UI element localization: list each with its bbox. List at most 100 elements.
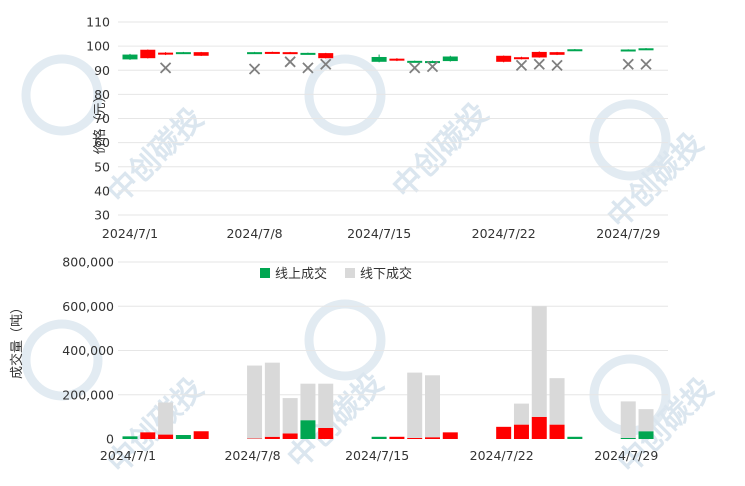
candle-body	[496, 56, 511, 62]
volume-legend: 线上成交 线下成交	[260, 266, 412, 282]
candle-body	[247, 52, 262, 54]
candle-body	[158, 53, 173, 55]
volume-bar-online	[300, 420, 315, 439]
offline-price-markers	[161, 57, 651, 74]
volume-bar-online	[123, 436, 138, 439]
volume-bar-offline	[514, 404, 529, 425]
volume-bar-offline	[621, 401, 636, 438]
volume-bar-offline	[318, 384, 333, 428]
price-y-tick-label: 100	[86, 39, 110, 54]
volume-bar-offline	[300, 384, 315, 421]
offline-price-marker	[623, 59, 633, 69]
price-y-tick-label: 40	[94, 183, 110, 198]
offline-price-marker	[534, 59, 544, 69]
price-x-tick-label: 2024/7/8	[226, 226, 282, 241]
volume-y-tick-label: 600,000	[62, 299, 114, 314]
volume-y-tick-label: 0	[106, 432, 114, 447]
volume-bar-offline	[532, 306, 547, 417]
volume-bar-online	[425, 437, 440, 439]
legend-swatch-online	[260, 268, 270, 278]
volume-bar-online	[372, 437, 387, 439]
volume-bar-offline	[407, 373, 422, 438]
volume-y-tick-label: 800,000	[62, 255, 114, 270]
volume-bar-online	[194, 431, 209, 439]
candle-body	[407, 61, 422, 63]
price-y-tick-label: 30	[94, 208, 110, 223]
price-x-axis: 2024/7/1 2024/7/8 2024/7/15 2024/7/22 2024/7…	[102, 226, 660, 241]
candle-body	[514, 57, 529, 59]
offline-price-marker	[410, 63, 420, 73]
volume-bars	[123, 306, 654, 439]
volume-bar-offline	[247, 366, 262, 439]
watermark-text: 中创碳投	[101, 371, 211, 481]
volume-bar-online	[639, 431, 654, 439]
price-y-axis-title: 价格（元）	[92, 89, 108, 154]
legend-label-online: 线上成交	[275, 266, 327, 282]
price-x-tick-label: 2024/7/22	[472, 226, 536, 241]
volume-bar-online	[140, 432, 155, 439]
candle-body	[300, 53, 315, 55]
volume-bar-offline	[283, 398, 298, 433]
volume-bar-online	[158, 435, 173, 439]
candle-body	[550, 52, 565, 55]
offline-price-marker	[161, 63, 171, 73]
price-y-tick-label: 50	[94, 159, 110, 174]
legend-swatch-offline	[345, 268, 355, 278]
volume-bar-online	[318, 428, 333, 439]
price-x-tick-label: 2024/7/1	[102, 226, 158, 241]
candle-body	[389, 59, 404, 61]
offline-price-marker	[641, 59, 651, 69]
volume-bar-online	[265, 437, 280, 439]
price-x-tick-label: 2024/7/29	[596, 226, 660, 241]
candle-body	[283, 52, 298, 54]
watermark-text: 中创碳投	[101, 101, 211, 211]
volume-bar-online	[283, 433, 298, 439]
candle-body	[176, 52, 191, 54]
offline-price-marker	[285, 57, 295, 67]
candle-body	[372, 57, 387, 62]
volume-bar-online	[443, 432, 458, 439]
price-y-tick-label: 90	[94, 63, 110, 78]
offline-price-marker	[250, 64, 260, 74]
co2-logo-watermark-icon	[26, 59, 666, 431]
volume-x-tick-label: 2024/7/8	[224, 448, 280, 463]
candle-body	[532, 52, 547, 58]
candle-body	[318, 53, 333, 58]
volume-bar-offline	[425, 375, 440, 437]
volume-bar-offline	[158, 402, 173, 434]
offline-price-marker	[552, 60, 562, 70]
offline-price-marker	[303, 63, 313, 73]
volume-bar-online	[621, 438, 636, 439]
volume-y-tick-label: 400,000	[62, 343, 114, 358]
legend-label-offline: 线下成交	[360, 266, 412, 282]
candle-body	[265, 52, 280, 54]
volume-bar-online	[389, 437, 404, 439]
volume-bar-online	[496, 427, 511, 439]
volume-bar-online	[407, 438, 422, 439]
volume-bar-online	[550, 425, 565, 439]
price-x-tick-label: 2024/7/15	[347, 226, 411, 241]
volume-x-tick-label: 2024/7/29	[594, 448, 658, 463]
volume-bar-offline	[639, 409, 654, 431]
volume-bar-offline	[265, 363, 280, 437]
price-candles	[123, 48, 654, 63]
volume-x-tick-label: 2024/7/1	[100, 448, 156, 463]
watermark-text: 中创碳投	[386, 96, 496, 206]
volume-bar-online	[514, 425, 529, 439]
candle-body	[123, 55, 138, 60]
candle-body	[639, 48, 654, 50]
volume-x-tick-label: 2024/7/15	[345, 448, 409, 463]
candle-body	[443, 56, 458, 61]
volume-bar-online	[176, 435, 191, 439]
volume-bar-online	[532, 417, 547, 439]
candle-body	[194, 52, 209, 56]
volume-x-tick-label: 2024/7/22	[470, 448, 534, 463]
offline-price-marker	[516, 60, 526, 70]
volume-y-tick-label: 200,000	[62, 387, 114, 402]
candle-body	[140, 50, 155, 58]
volume-x-axis: 2024/7/1 2024/7/8 2024/7/15 2024/7/22 2024/7…	[100, 448, 658, 463]
volume-y-axis-title: 成交量（吨）	[9, 301, 25, 379]
candle-body	[621, 50, 636, 52]
